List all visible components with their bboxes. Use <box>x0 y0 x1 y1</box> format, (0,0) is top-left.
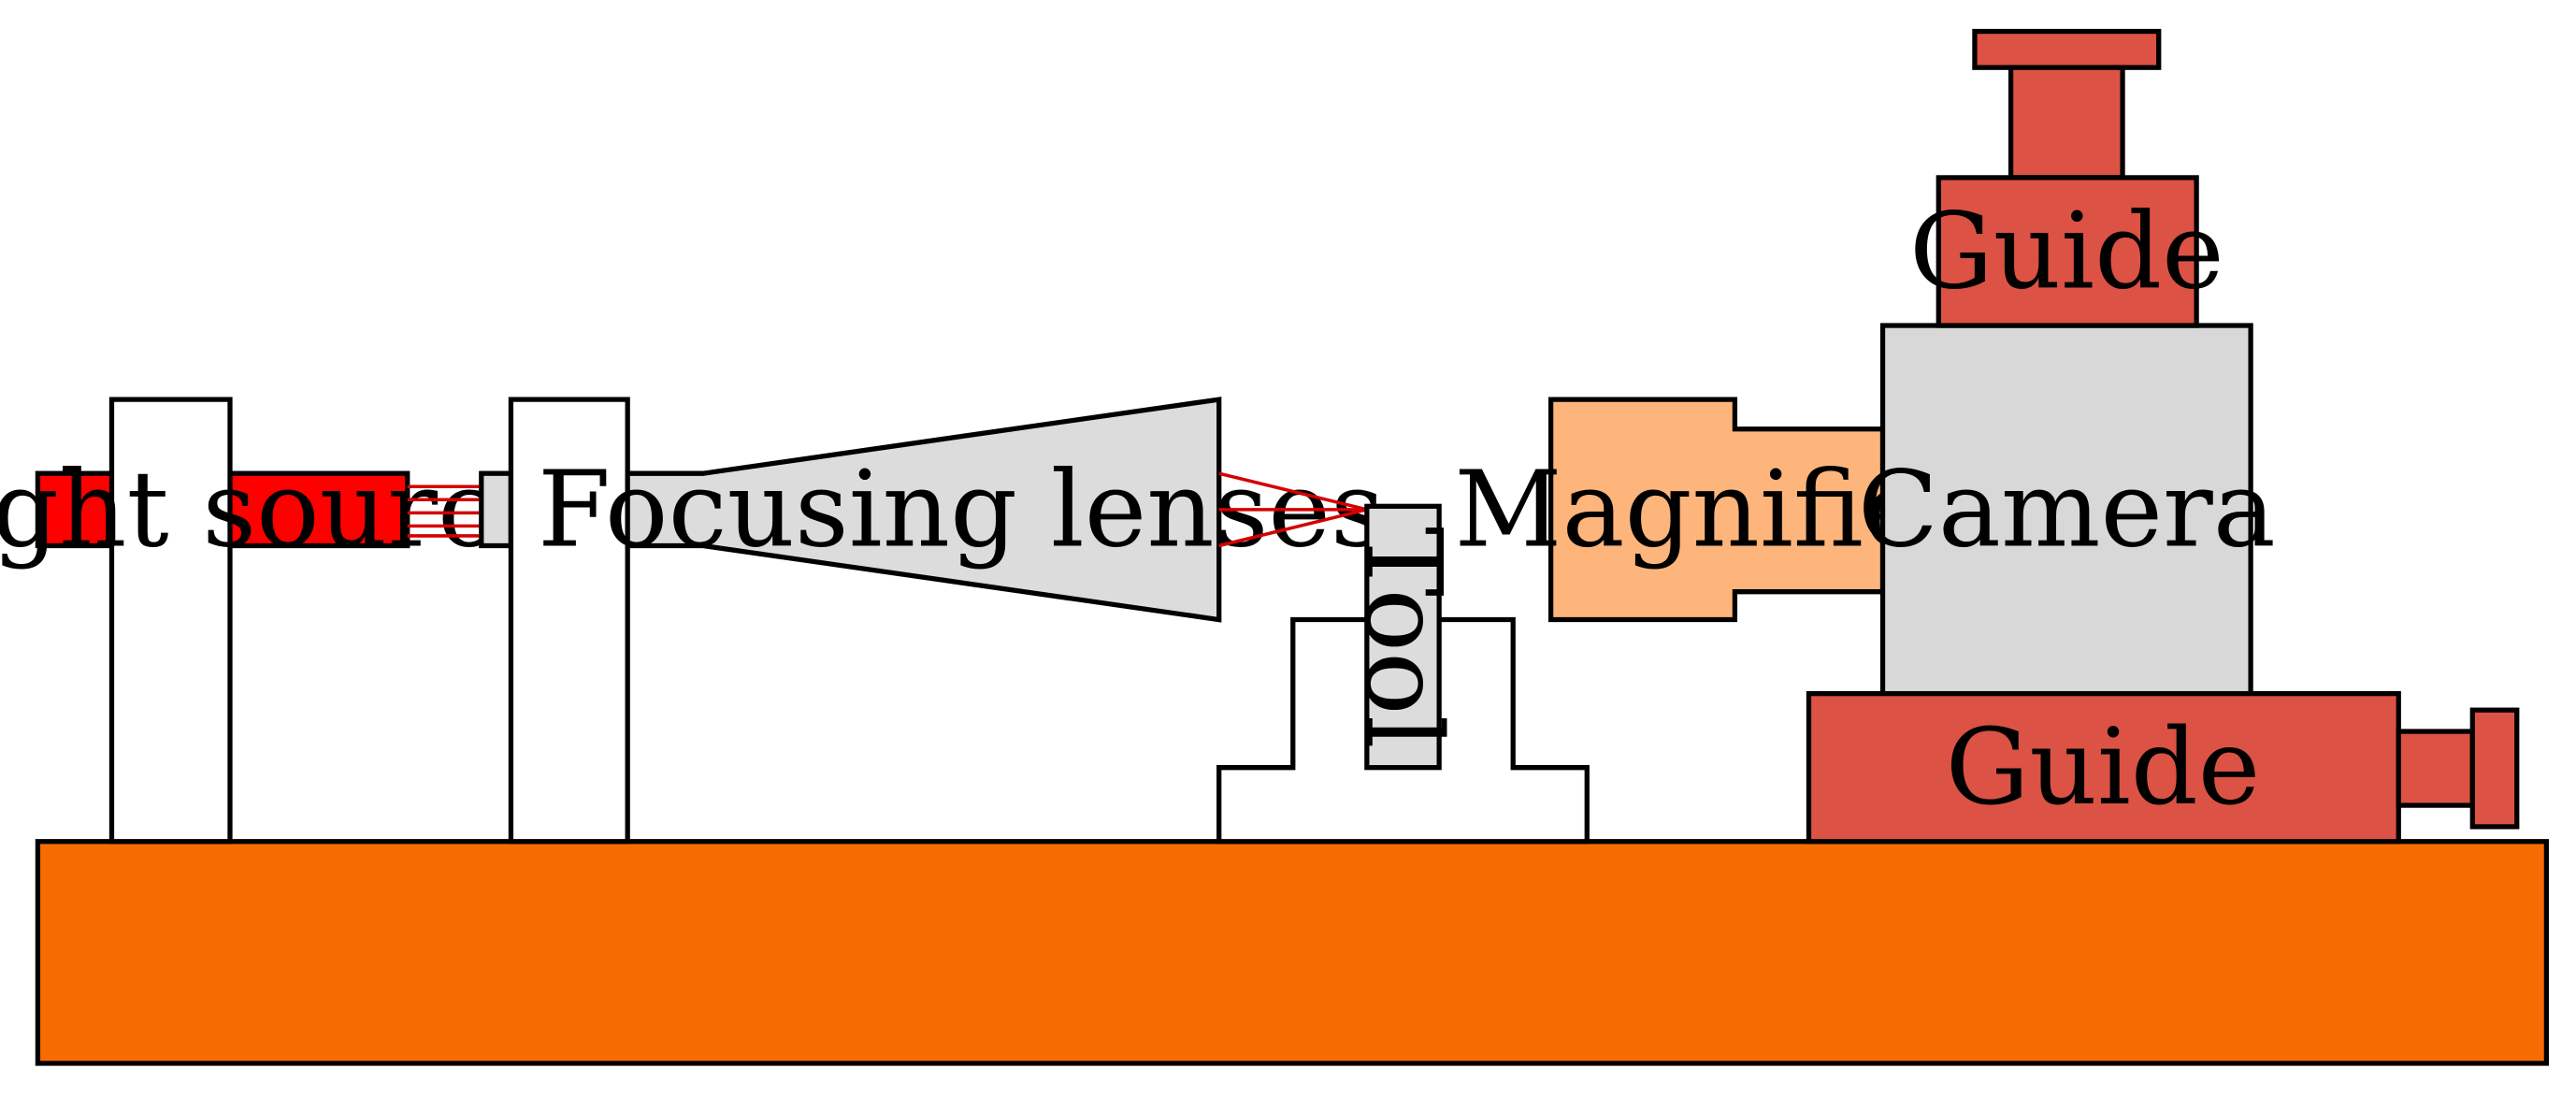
tool-label: Tool <box>1342 527 1464 749</box>
light-source-label: Light source <box>0 448 558 571</box>
left-support-column <box>108 397 233 845</box>
top-guide-knob-stem <box>2008 65 2125 181</box>
top-guide-label: Guide <box>1909 190 2224 312</box>
bottom-guide-knob-stem <box>2396 729 2475 808</box>
bottom-guide-knob-cap <box>2469 707 2520 830</box>
focused-beam-line <box>1218 471 1368 512</box>
lens-entrance-piece <box>479 470 514 549</box>
bottom-guide-body <box>1806 690 2401 845</box>
base-plate <box>35 839 2550 1066</box>
light-beams <box>407 484 482 538</box>
camera-label: Camera <box>1858 448 2276 571</box>
bottom-guide-label: Guide <box>1946 706 2261 829</box>
focusing-lenses-body <box>625 397 1222 623</box>
top-guide-body <box>1936 175 2199 328</box>
middle-support-column <box>508 397 630 845</box>
tool-body <box>1364 503 1442 771</box>
focused-beam-line <box>1218 508 1368 548</box>
camera-body <box>1879 323 2253 697</box>
focused-beams <box>1218 471 1368 548</box>
top-guide-knob-cap <box>1972 28 2162 70</box>
